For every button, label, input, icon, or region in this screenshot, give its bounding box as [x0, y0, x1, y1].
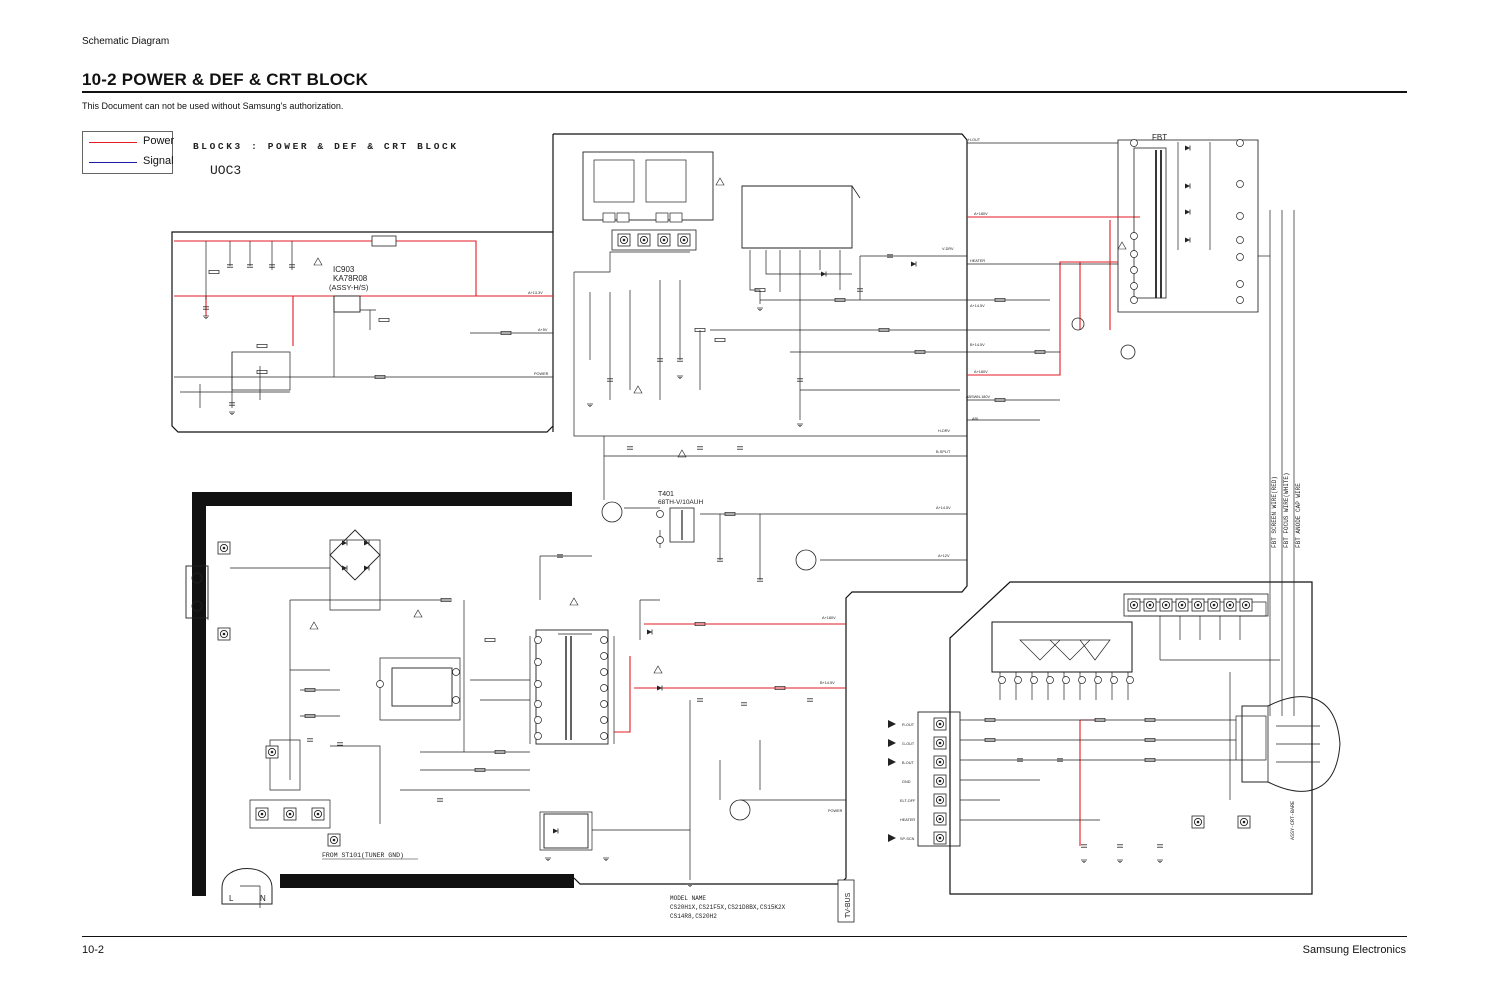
- section-label: Schematic Diagram: [82, 36, 170, 47]
- model-line-1: CS20H1X,CS21F5X,CS21D8BX,CS15K2X: [670, 904, 786, 911]
- footer-rule: [82, 936, 1407, 937]
- smps-wires: [207, 539, 846, 908]
- crt-io-connector: R-OUT G-OUT B-OUT GND ELT-OFF HEATER SP-…: [888, 711, 961, 847]
- rail-h-drv: H-DRV: [938, 429, 950, 433]
- hatched-borders: [192, 492, 574, 896]
- power-line-sample: [89, 142, 137, 143]
- rail-v-drv: V-DRV: [942, 247, 954, 251]
- rail-a14v-left: A+14.5V: [936, 506, 951, 510]
- crt-board-border: [949, 581, 1313, 895]
- component-symbols: [202, 145, 1191, 887]
- ic903-part: KA78R08: [333, 274, 368, 283]
- fbt-label: FBT: [1152, 133, 1167, 142]
- model-line-2: CS14R8,CS20H2: [670, 913, 717, 920]
- legend-power: Power: [89, 134, 174, 150]
- crt-board-wires: [960, 210, 1295, 821]
- io-gnd: GND: [902, 780, 911, 784]
- fbt-anode-wire: FBT ANODE CAP WIRE: [1295, 483, 1302, 548]
- block-borders: [171, 133, 1313, 895]
- fbt-wire-labels: FBT SCREEN WIRE(RED) FBT FOCUS WIRE(WHIT…: [1271, 472, 1302, 840]
- rail-abl: ABL: [972, 417, 979, 421]
- rail-labels: H-OUT A+180V HEATER A+14.5V B+14.5V A+18…: [528, 138, 991, 813]
- rail-h-out: H-OUT: [968, 138, 981, 142]
- flyback-pins: [1130, 139, 1244, 304]
- tv-bus-label: TV-BUS: [845, 892, 852, 918]
- ic903-assy: (ASSY-H/S): [329, 283, 369, 292]
- rail-b14v-bottom: B+14.5V: [820, 681, 835, 685]
- signal-line-sample: [89, 162, 137, 163]
- photocoupler: [543, 813, 589, 849]
- plug-l-label: L: [229, 894, 234, 903]
- fbt-transformer: FBT: [1133, 133, 1211, 299]
- io-g-out: G-OUT: [902, 742, 915, 746]
- page-title: 10-2 POWER & DEF & CRT BLOCK: [82, 70, 369, 89]
- title-rule: [82, 91, 1407, 93]
- yoke-connector: [582, 151, 714, 223]
- deflection-ic: [741, 185, 861, 249]
- legend-signal-label: Signal: [143, 155, 174, 167]
- rail-a14v: A+14.5V: [970, 304, 985, 308]
- smps-top-bar: [192, 492, 572, 506]
- authorization-note: This Document can not be used without Sa…: [82, 101, 344, 111]
- t401-ref: T401: [658, 491, 674, 498]
- company-name: Samsung Electronics: [1302, 944, 1406, 956]
- bridge-rectifier: [329, 529, 381, 581]
- rail-a12v: A+12V: [938, 554, 950, 558]
- ic903-ref: IC903: [333, 265, 355, 274]
- smps-bottom-bar: [280, 874, 574, 888]
- io-elt-off: ELT-OFF: [900, 799, 916, 803]
- legend-box: Power Signal: [82, 131, 174, 174]
- main-wires: [573, 142, 1118, 580]
- main-block-border: [553, 133, 968, 885]
- transistors: [601, 317, 1136, 821]
- legend-power-label: Power: [143, 135, 175, 147]
- ac-plug: L N: [221, 868, 273, 905]
- from-tuner-label: FROM ST101(TUNER GND): [322, 852, 404, 859]
- io-sp-scn: SP-SCN: [900, 837, 915, 841]
- model-label: MODEL NAME: [670, 895, 706, 902]
- block-title: BLOCK3 : POWER & DEF & CRT BLOCK: [193, 141, 459, 152]
- io-b-out: B-OUT: [902, 761, 914, 765]
- crt-tube: [1241, 696, 1341, 792]
- smps-left-bar: [192, 492, 206, 896]
- rail-a180v-top: A+180V: [974, 212, 988, 216]
- fbt-screen-wire: FBT SCREEN WIRE(RED): [1271, 476, 1278, 548]
- smps-control-ic: [391, 667, 453, 707]
- rail-power-bottom: POWER: [828, 809, 843, 813]
- io-r-out: R-OUT: [902, 723, 915, 727]
- power-block-wires: [174, 241, 553, 408]
- rail-heater: HEATER: [970, 259, 985, 263]
- crt-pin-header: [1123, 593, 1269, 617]
- power-switch: [185, 565, 209, 619]
- crt-ic-border: [991, 621, 1133, 673]
- rail-a180v-mid: A+180V: [974, 370, 988, 374]
- rail-a13v: A+13.3V: [528, 291, 543, 295]
- io-heater: HEATER: [900, 818, 915, 822]
- rail-a5v: A+5V: [538, 328, 548, 332]
- power-wires: [174, 216, 1140, 846]
- chassis-label: UOC3: [210, 163, 241, 178]
- rail-abswn: ABSWN-180V: [966, 395, 991, 399]
- fbt-area: [1117, 139, 1259, 313]
- smps-transformer: [535, 629, 609, 745]
- plug-n-label: N: [260, 894, 266, 903]
- t401-label: 68TH-V/10AUH: [658, 499, 703, 506]
- rail-b14v: B+14.5V: [970, 343, 985, 347]
- legend-signal: Signal: [89, 154, 174, 170]
- model-name-note: MODEL NAME CS20H1X,CS21F5X,CS21D8BX,CS15…: [670, 895, 786, 920]
- ground-terminals: [217, 541, 1251, 847]
- rail-a180v-bottom: A+180V: [822, 616, 836, 620]
- t401-transformer: T401 68TH-V/10AUH: [658, 491, 703, 543]
- rail-b-split: B-SPLIT: [936, 450, 951, 454]
- page-number: 10-2: [82, 944, 105, 956]
- regulator-ic: IC903 KA78R08 (ASSY-H/S): [329, 235, 397, 313]
- tv-bus-tag: TV-BUS: [837, 879, 855, 923]
- power-block-border: [171, 231, 554, 433]
- fbt-focus-wire: FBT FOCUS WIRE(WHITE): [1283, 472, 1290, 548]
- ic-pin-circles: [376, 510, 1134, 740]
- rail-power-top: POWER: [534, 372, 549, 376]
- h-connector: [611, 229, 697, 251]
- crt-assy-label: ASSY-CRT-BARE: [1290, 801, 1296, 840]
